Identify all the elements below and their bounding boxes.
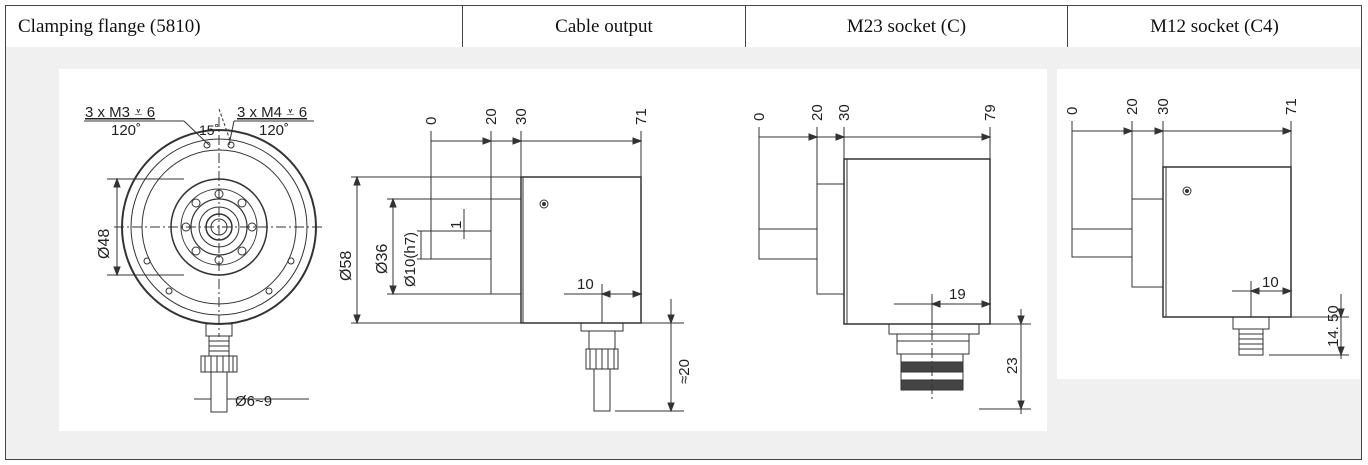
label-m23-dim-23: 23 — [1004, 357, 1021, 374]
label-dia-58: Ø58 — [338, 251, 355, 281]
label-m12-dim-1450: 14. 50 — [1325, 305, 1342, 347]
header-m23-socket: M23 socket (C) — [746, 6, 1068, 47]
label-m12-dim-20: 20 — [1124, 98, 1141, 115]
cable-output-view — [351, 131, 684, 413]
label-angle-small: 15˚ — [199, 122, 219, 138]
drawing-panel-main: 3 x M3 ⩡ 6 120˚ 15˚ 3 x M4 ⩡ 6 120˚ Ø48 … — [59, 69, 1047, 431]
label-dim-30: 30 — [513, 108, 530, 125]
label-dim-0: 0 — [423, 117, 440, 125]
dimension-drawing-main: 3 x M3 ⩡ 6 120˚ 15˚ 3 x M4 ⩡ 6 120˚ Ø48 … — [84, 104, 1031, 414]
front-view — [84, 108, 324, 413]
label-dim-1: 1 — [448, 221, 465, 229]
label-angle-left: 120˚ — [111, 122, 141, 139]
label-dia-36: Ø36 — [374, 244, 391, 274]
header-clamping-flange: Clamping flange (5810) — [6, 6, 463, 47]
header-cable-output: Cable output — [463, 6, 746, 47]
drawing-cell: 3 x M3 ⩡ 6 120˚ 15˚ 3 x M4 ⩡ 6 120˚ Ø48 … — [5, 47, 1362, 460]
label-m23-dim-19: 19 — [949, 286, 966, 303]
m23-socket-view — [758, 127, 1031, 414]
label-thread-left: 3 x M3 ⩡ 6 — [85, 104, 155, 121]
label-m23-dim-20: 20 — [809, 104, 826, 121]
label-m12-dim-10: 10 — [1262, 274, 1279, 291]
label-thread-right: 3 x M4 ⩡ 6 — [237, 104, 307, 121]
label-dim-20: 20 — [483, 108, 500, 125]
label-dim-71: 71 — [633, 108, 650, 125]
header-m12-socket: M12 socket (C4) — [1150, 15, 1279, 37]
label-m23-dim-30: 30 — [836, 104, 853, 121]
label-m23-dim-79: 79 — [982, 104, 999, 121]
label-dia-cable: Ø6~9 — [235, 393, 272, 410]
header-row: Clamping flange (5810) Cable output M23 … — [5, 5, 1362, 48]
label-m12-dim-0: 0 — [1064, 107, 1081, 115]
label-dia-10: Ø10(h7) — [402, 232, 419, 287]
label-angle-right: 120˚ — [259, 122, 289, 139]
drawing-panel-m12: 0 20 30 71 10 14. 50 — [1057, 69, 1360, 379]
label-dim-10: 10 — [577, 276, 594, 293]
label-dia-48: Ø48 — [96, 229, 113, 259]
label-dim-20-vertical: ≈20 — [676, 359, 693, 384]
dimension-drawing-m12: 0 20 30 71 10 14. 50 — [1064, 98, 1349, 359]
label-m12-dim-30: 30 — [1155, 98, 1172, 115]
label-m23-dim-0: 0 — [751, 113, 768, 121]
label-m12-dim-71: 71 — [1283, 98, 1300, 115]
